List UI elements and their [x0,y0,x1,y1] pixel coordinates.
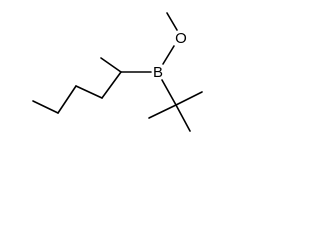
hexyl-chain [32,57,122,114]
bond-oxygen-methyl [166,12,178,31]
bond-boron-oxygen [162,45,175,65]
bond-c3-c4 [75,85,103,99]
bond-c5-c6 [32,100,59,114]
methoxy-group: O [162,12,187,65]
bond-ch3-c2 [100,57,122,73]
tert-butyl-group [148,79,203,132]
oxygen-atom-label: O [175,30,187,47]
bond-boron-cquat [161,79,177,106]
bond-c4-c5 [57,85,77,114]
bond-cquat-methyl-b [175,104,191,132]
bond-cquat-methyl-c [148,104,177,119]
chemical-structure: B O [32,12,203,132]
boron-atom-label: B [153,64,163,81]
bond-cquat-methyl-a [175,91,203,106]
bond-c2-c3 [101,71,122,99]
